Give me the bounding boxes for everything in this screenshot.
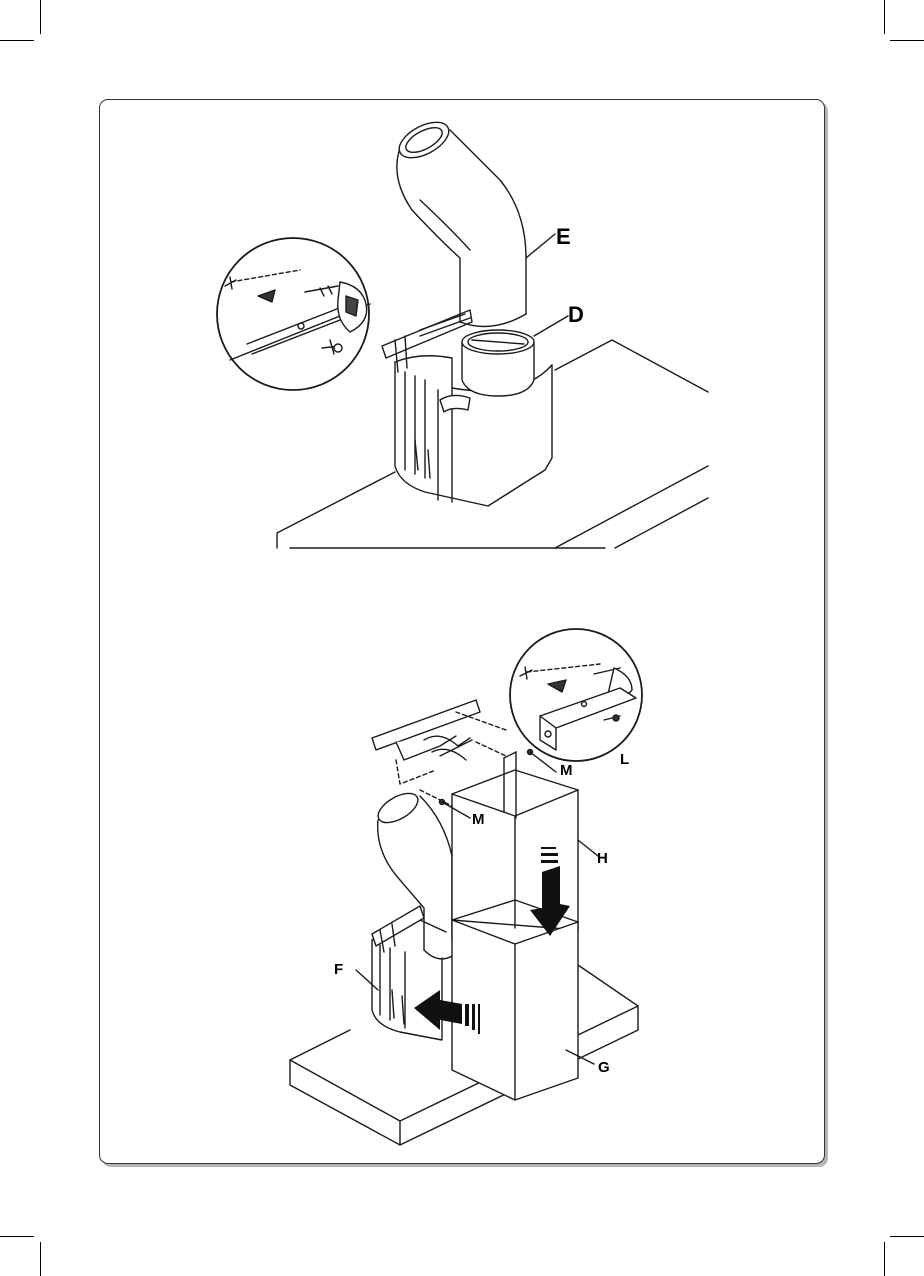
chimney-lower-g bbox=[452, 900, 578, 1100]
label-f: F bbox=[334, 962, 343, 977]
label-g: G bbox=[598, 1060, 610, 1075]
label-l: L bbox=[620, 752, 629, 767]
duct-elbow bbox=[394, 115, 526, 327]
bottom-illustration bbox=[290, 629, 642, 1145]
detail-circle-top bbox=[217, 238, 370, 390]
label-h: H bbox=[597, 851, 608, 866]
leader-d bbox=[534, 316, 568, 336]
leader-e bbox=[526, 234, 555, 258]
detail-circle-bottom bbox=[510, 629, 642, 761]
leader-h bbox=[578, 840, 598, 856]
top-illustration bbox=[217, 115, 708, 548]
label-e: E bbox=[556, 226, 571, 248]
label-d: D bbox=[568, 304, 584, 326]
label-m-left: M bbox=[472, 812, 485, 827]
label-m-right: M bbox=[560, 763, 573, 778]
